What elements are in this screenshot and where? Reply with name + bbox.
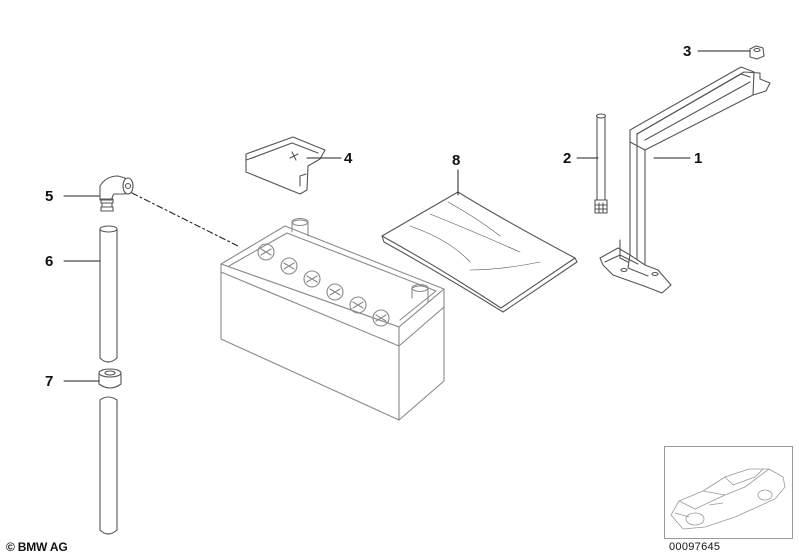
battery-holder-part [599,66,771,294]
diagram-id-text: 00097645 [669,541,721,553]
bolt-part [594,113,608,214]
callout-6: 6 [45,253,53,270]
callout-3: 3 [683,43,691,60]
callout-8: 8 [452,152,460,169]
copyright-text: © BMW AG [6,540,68,554]
callout-1: 1 [694,150,702,167]
grommet-part [98,368,122,389]
cover-plate-part [245,136,326,195]
callout-7: 7 [45,373,53,390]
leader-lines [63,50,751,382]
callout-labels: 1 2 3 4 5 6 7 8 [45,43,702,390]
battery-mat-part [381,191,578,313]
vent-hose-upper-part [99,225,118,363]
car-location-thumbnail-icon [664,446,793,539]
callout-4: 4 [344,150,353,167]
battery [220,217,445,421]
vent-hose-lower-part [99,396,118,535]
vent-elbow-part [99,175,134,212]
callout-2: 2 [563,150,571,167]
vent-connection-line [131,192,241,248]
callout-5: 5 [45,188,53,205]
cell-caps [257,243,390,327]
nut-part [749,45,765,60]
